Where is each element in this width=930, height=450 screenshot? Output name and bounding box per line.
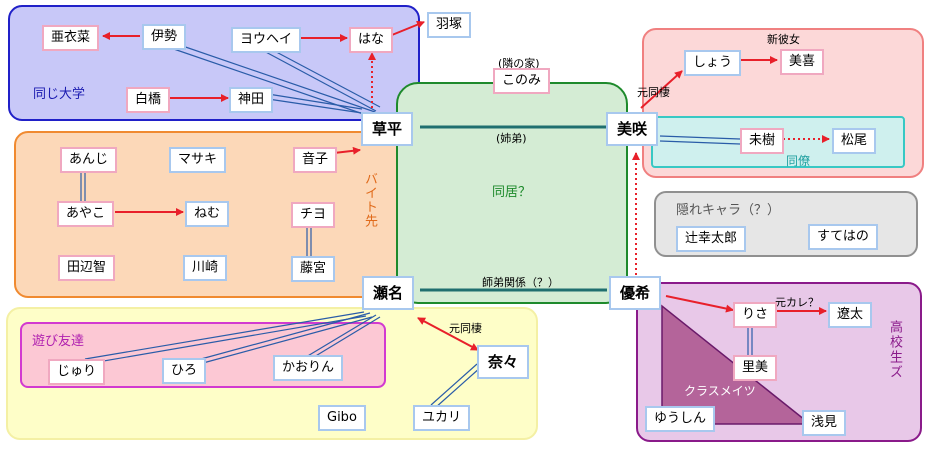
double-line-anji-ayako [80,168,86,201]
node-juri[interactable]: じゅり [48,359,106,385]
node-yuushin[interactable]: ゆうしん [645,406,716,432]
double-line-kanda-sohei [267,93,363,114]
node-ayako[interactable]: あやこ [57,201,115,227]
group-label-hidden: 隠れキャラ（？） [676,203,781,218]
double-line-chiyo-fujimiya [306,225,312,256]
node-kanda[interactable]: 神田 [229,87,274,113]
node-sena[interactable]: 瀬名 [362,276,415,310]
group-label-coworker: 同僚 [786,154,811,168]
edge-label-former-coworker: 元同棲 [637,86,670,99]
node-nemu[interactable]: ねむ [185,201,230,227]
node-misaki[interactable]: 美咲 [606,112,659,146]
node-yukari[interactable]: ユカリ [413,405,471,431]
group-label-play-friends: 遊び友達 [32,334,85,349]
node-satomi[interactable]: 里美 [733,355,778,381]
node-chiyo[interactable]: チヨ [291,202,336,228]
arrow-otoko-sohei [333,146,361,155]
double-line-sena-hiro [189,312,373,367]
node-tsujiko[interactable]: 辻幸太郎 [676,226,747,252]
node-tanabe[interactable]: 田辺智 [58,255,116,281]
node-miki[interactable]: 未樹 [740,128,785,154]
group-label-cohabit: 同居？ [492,185,532,200]
edge-label-neighbor: (隣の家) [498,57,540,70]
node-kawasaki[interactable]: 川崎 [183,255,228,281]
node-fujimiya[interactable]: 藤宮 [291,256,336,282]
double-line-misaki-miki [659,135,741,145]
node-sohei[interactable]: 草平 [361,112,414,146]
node-sutehano[interactable]: すてはの [808,224,878,250]
node-aisa[interactable]: 亜衣菜 [42,25,100,51]
node-konomi[interactable]: このみ [493,68,551,94]
node-hana[interactable]: はな [349,27,394,53]
arrow-misaki-shou [640,70,683,109]
double-line-risa-satomi [747,327,753,355]
node-risa[interactable]: りさ [733,302,778,328]
edge-label-former-classmate: 元同棲 [449,322,482,335]
node-hanezuka[interactable]: 羽塚 [427,12,472,38]
group-label-part-time: バイト先 [362,172,377,228]
node-youhei[interactable]: ヨウヘイ [231,27,302,53]
node-yuki[interactable]: 優希 [609,276,662,310]
node-ryouta[interactable]: 遼太 [828,302,873,328]
edge-label-siblings: (姉弟) [496,132,527,145]
node-shou[interactable]: しょう [684,50,742,76]
double-line-sena-juri [84,311,367,365]
group-label-same-university: 同じ大学 [33,87,86,102]
double-line-nana-yukari [430,363,482,409]
arrow-sena-nana [417,317,479,351]
node-kaorin[interactable]: かおりん [273,355,344,381]
double-line-sena-kaorin [305,314,381,361]
double-line-youhei-sohei [261,45,381,112]
node-matsuo[interactable]: 松尾 [832,128,877,154]
arrow-yuki-risa [665,295,734,313]
node-shirahashi[interactable]: 白橋 [126,87,171,113]
node-hiro[interactable]: ひろ [162,358,207,384]
node-anji[interactable]: あんじ [60,147,118,173]
node-gibo[interactable]: Gibo [318,405,366,431]
group-cohabit [396,82,628,304]
group-label-new-girlfriend: 新彼女 [767,33,800,46]
node-masaki[interactable]: マサキ [169,147,227,173]
node-ise[interactable]: 伊勢 [142,24,187,50]
group-label-high-school: 高校生ズ [887,320,902,380]
node-asami[interactable]: 浅見 [802,410,847,436]
edge-label-ex-boyfriend: 元カレ？ [775,296,819,309]
node-otoko[interactable]: 音子 [293,147,338,173]
node-nana[interactable]: 奈々 [477,345,530,379]
arrow-hana-hanezuka [386,20,425,38]
node-miki-yoshi[interactable]: 美喜 [780,49,825,75]
edge-label-mentor: 師弟関係（？） [482,276,559,289]
group-label-classmates: クラスメイツ [684,384,756,398]
